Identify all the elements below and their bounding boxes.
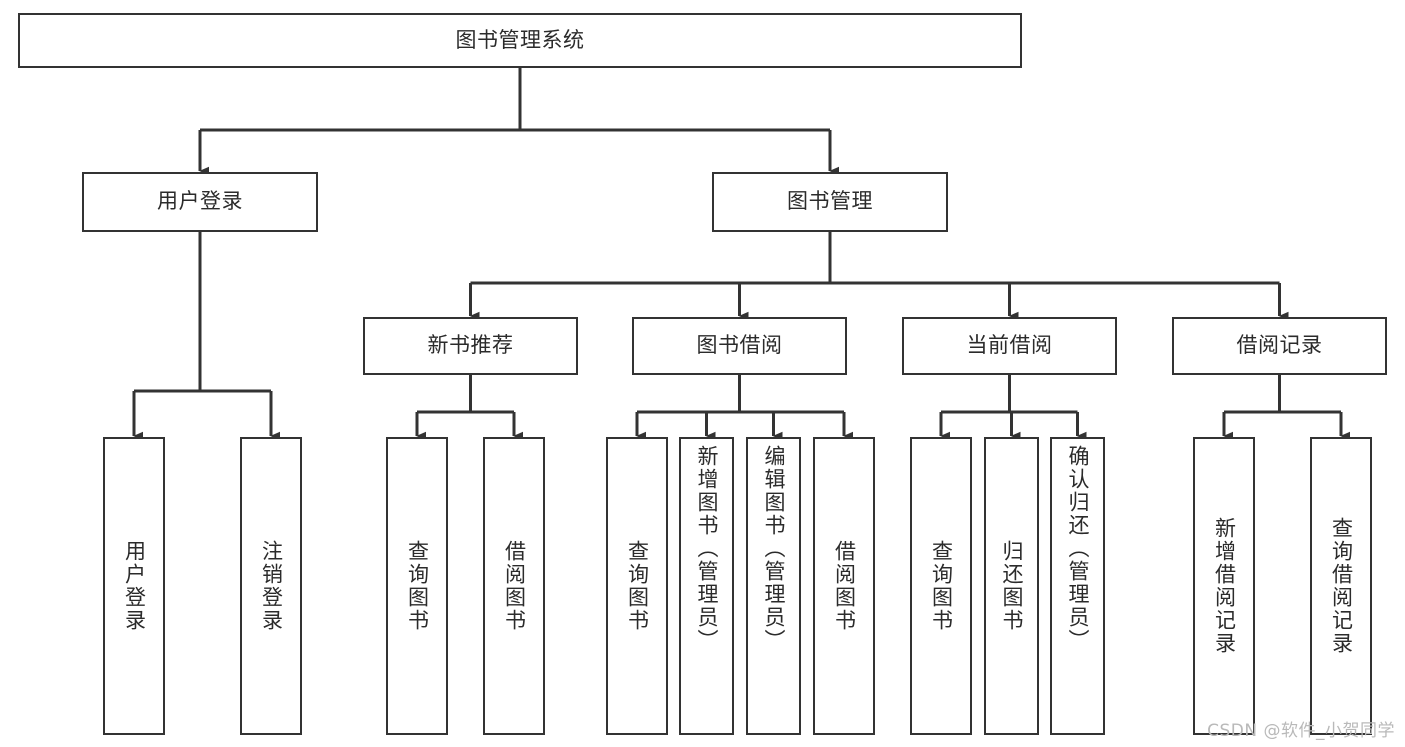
- node-label: 借阅记录: [1236, 333, 1323, 358]
- node-label: 确认归还（管理员）: [1066, 445, 1090, 652]
- node-label: 查询图书: [625, 540, 650, 632]
- node-label: 图书借阅: [696, 333, 783, 358]
- node-leaf-logout[interactable]: 注销登录: [240, 437, 302, 735]
- node-label: 新增借阅记录: [1212, 517, 1237, 655]
- node-book-manage[interactable]: 图书管理: [712, 172, 948, 232]
- node-label: 借阅图书: [832, 540, 857, 632]
- node-leaf-user-login[interactable]: 用户登录: [103, 437, 165, 735]
- node-leaf-query-3[interactable]: 查询图书: [910, 437, 972, 735]
- node-leaf-edit-book[interactable]: 编辑图书（管理员）: [746, 437, 801, 735]
- node-label: 借阅图书: [502, 540, 527, 632]
- node-label: 查询借阅记录: [1329, 517, 1354, 655]
- node-label: 当前借阅: [966, 333, 1053, 358]
- node-book-borrow[interactable]: 图书借阅: [632, 317, 847, 375]
- node-label: 查询图书: [929, 540, 954, 632]
- node-leaf-query-rec[interactable]: 查询借阅记录: [1310, 437, 1372, 735]
- node-borrow-record[interactable]: 借阅记录: [1172, 317, 1387, 375]
- node-label: 编辑图书（管理员）: [762, 445, 786, 652]
- node-leaf-borrow-2[interactable]: 借阅图书: [813, 437, 875, 735]
- node-leaf-borrow-1[interactable]: 借阅图书: [483, 437, 545, 735]
- node-leaf-confirm[interactable]: 确认归还（管理员）: [1050, 437, 1105, 735]
- node-label: 用户登录: [122, 540, 147, 632]
- node-label: 注销登录: [259, 540, 284, 632]
- node-leaf-query-2[interactable]: 查询图书: [606, 437, 668, 735]
- node-current-borrow[interactable]: 当前借阅: [902, 317, 1117, 375]
- node-label: 查询图书: [405, 540, 430, 632]
- node-leaf-return[interactable]: 归还图书: [984, 437, 1039, 735]
- node-root[interactable]: 图书管理系统: [18, 13, 1022, 68]
- node-leaf-add-book[interactable]: 新增图书（管理员）: [679, 437, 734, 735]
- node-new-book-rec[interactable]: 新书推荐: [363, 317, 578, 375]
- node-label: 新书推荐: [427, 333, 514, 358]
- node-user-login[interactable]: 用户登录: [82, 172, 318, 232]
- node-label: 归还图书: [1000, 540, 1024, 632]
- node-leaf-add-rec[interactable]: 新增借阅记录: [1193, 437, 1255, 735]
- node-leaf-query-1[interactable]: 查询图书: [386, 437, 448, 735]
- node-label: 新增图书（管理员）: [695, 445, 719, 652]
- node-label: 图书管理系统: [455, 27, 585, 52]
- node-label: 用户登录: [157, 189, 243, 214]
- node-label: 图书管理: [787, 189, 873, 214]
